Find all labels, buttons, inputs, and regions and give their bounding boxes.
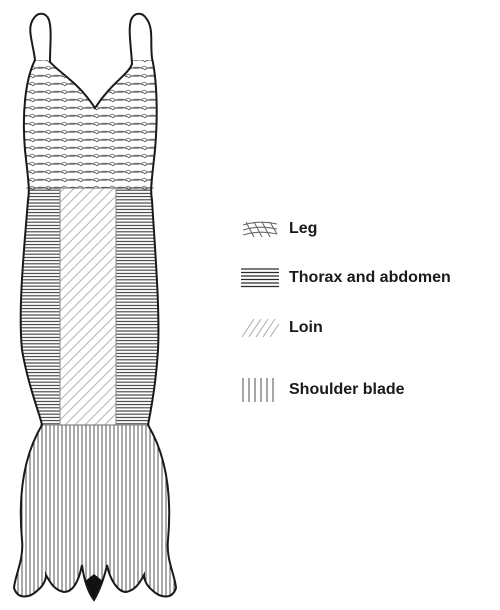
shoulder-blade-region — [14, 425, 176, 600]
legend-label-leg: Leg — [289, 220, 318, 237]
legend-item-leg: Leg — [240, 214, 317, 244]
legend-label-thorax-abdomen: Thorax and abdomen — [289, 269, 451, 286]
legend-label-loin: Loin — [289, 319, 323, 336]
legend: Leg Thorax and abdomen Loin — [240, 0, 500, 610]
loin-swatch-icon — [241, 318, 280, 338]
carcass-diagram — [13, 12, 177, 601]
thorax-abdomen-region — [14, 188, 176, 425]
loin-region — [59, 187, 117, 426]
thorax-abdomen-swatch-icon — [241, 268, 279, 288]
leg-swatch-icon — [242, 221, 278, 238]
legend-item-thorax-abdomen: Thorax and abdomen — [240, 263, 451, 293]
legend-item-loin: Loin — [240, 313, 323, 343]
shoulder-blade-swatch-icon — [242, 378, 274, 402]
legend-label-shoulder-blade: Shoulder blade — [289, 381, 405, 398]
legend-item-shoulder-blade: Shoulder blade — [240, 375, 405, 405]
